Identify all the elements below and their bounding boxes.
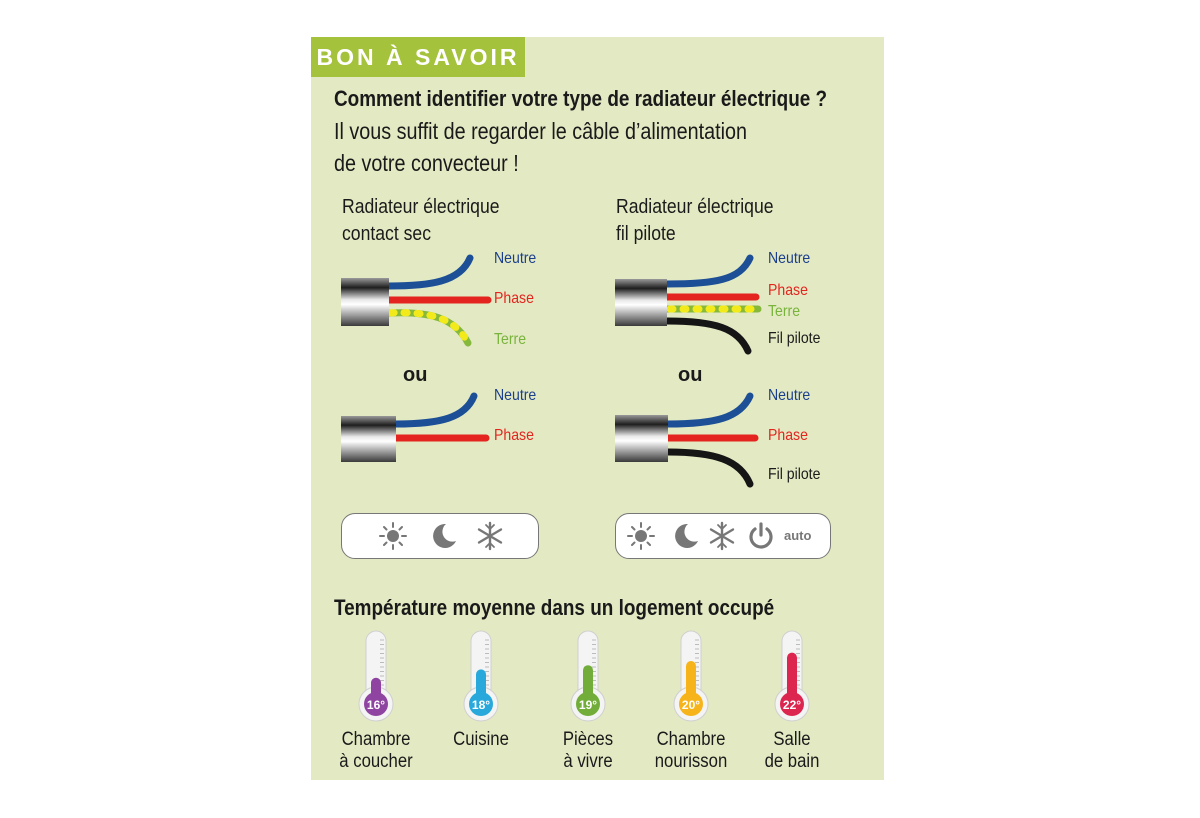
- temperature-value: 18°: [472, 698, 490, 712]
- intro-line-2: Il vous suffit de regarder le câble d’al…: [334, 118, 748, 144]
- or-label: ou: [678, 364, 703, 386]
- cable-sheath: [341, 278, 389, 326]
- neutre-wire: [385, 254, 474, 290]
- thermometer: 20°: [673, 630, 709, 722]
- neutre-wire: [392, 392, 478, 428]
- auto-label: auto: [784, 528, 812, 543]
- room-label-line-1: Salle: [773, 729, 811, 750]
- thermometer: 19°: [570, 630, 606, 722]
- thermometer: 18°: [463, 630, 499, 722]
- label-neutre: Neutre: [494, 250, 537, 267]
- intro-line-3: de votre convecteur !: [334, 150, 519, 176]
- room-label-line-2: nourisson: [654, 751, 728, 772]
- room-label: Cuisine: [428, 729, 534, 751]
- temperature-value: 16°: [367, 698, 385, 712]
- label-neutre: Neutre: [768, 250, 811, 267]
- room-label-line-2: à coucher: [339, 751, 413, 772]
- label-neutre: Neutre: [768, 387, 811, 404]
- temperature-value: 22°: [783, 698, 801, 712]
- label-phase: Phase: [494, 290, 534, 307]
- fil-pilote-control-panel: auto: [615, 513, 831, 559]
- cable-sheath: [615, 279, 667, 326]
- temperature-value: 20°: [682, 698, 700, 712]
- banner-title: BON À SAVOIR: [311, 37, 525, 77]
- thermometer: 22°: [774, 630, 810, 722]
- label-fil-pilote: Fil pilote: [768, 466, 821, 483]
- label-terre: Terre: [768, 303, 801, 320]
- room-label-line-1: Chambre: [656, 729, 726, 750]
- room-label-line-2: de bain: [764, 751, 820, 772]
- right-title-1: Radiateur électrique: [616, 196, 774, 218]
- fil-pilote-wire: [663, 317, 752, 355]
- room-label-line-1: Chambre: [341, 729, 411, 750]
- room-label-line-1: Pièces: [562, 729, 614, 750]
- neutre-wire: [663, 254, 754, 288]
- cable-sheath: [341, 416, 396, 462]
- question-title: Comment identifier votre type de radiate…: [334, 86, 828, 111]
- temperature-title: Température moyenne dans un logement occ…: [334, 595, 775, 620]
- room-label-line-1: Cuisine: [453, 729, 509, 750]
- label-phase: Phase: [768, 282, 808, 299]
- temperature-value: 19°: [579, 698, 597, 712]
- right-title-2: fil pilote: [616, 223, 676, 245]
- left-title-2: contact sec: [342, 223, 432, 245]
- cable-sheath: [615, 415, 668, 462]
- label-terre: Terre: [494, 331, 527, 348]
- fil-pilote-wire: [664, 448, 754, 488]
- thermometer: 16°: [358, 630, 394, 722]
- label-neutre: Neutre: [494, 387, 537, 404]
- contact-sec-control-panel: [341, 513, 539, 559]
- label-phase: Phase: [494, 427, 534, 444]
- or-label: ou: [403, 364, 428, 386]
- thermometer-level: [787, 652, 797, 703]
- label-phase: Phase: [768, 427, 808, 444]
- label-fil-pilote: Fil pilote: [768, 330, 821, 347]
- left-title-1: Radiateur électrique: [342, 196, 500, 218]
- neutre-wire: [664, 392, 754, 428]
- room-label-line-2: à vivre: [563, 751, 613, 772]
